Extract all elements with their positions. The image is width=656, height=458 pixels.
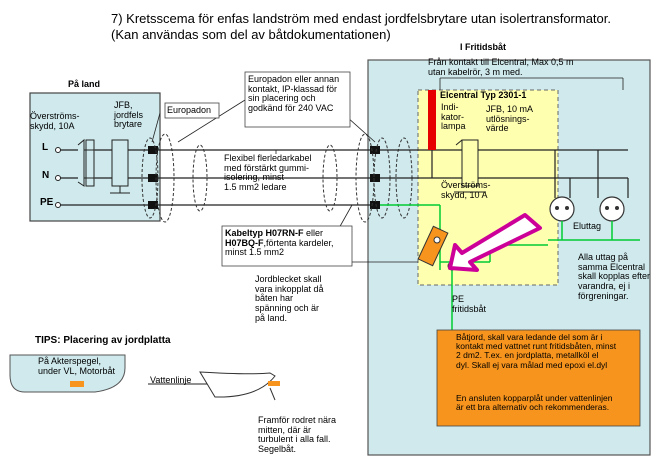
boat-rcd-label: JFB, 10 mA utlösnings- värde bbox=[486, 104, 534, 134]
sailboat-hull-icon bbox=[199, 371, 280, 401]
highlight-arrow-icon bbox=[448, 213, 542, 272]
cable-type-box bbox=[221, 225, 353, 267]
cable-type-1: Kabeltyp H07RN-F bbox=[225, 228, 304, 238]
terminal-l-icon bbox=[55, 147, 61, 153]
europadon-note: Europadon eller annan kontakt, IP-klassa… bbox=[248, 74, 340, 114]
land-rcd-icon bbox=[110, 139, 130, 194]
cable-jacket-icon bbox=[192, 144, 338, 212]
boat-header: I Fritidsbåt bbox=[460, 42, 507, 52]
motorboat-hull-icon bbox=[9, 354, 126, 393]
indicator-lamp-icon bbox=[428, 90, 436, 150]
cable-type-2: H07BQ-F bbox=[225, 237, 264, 248]
motorboat-label: På Akterspegel, under VL, Motorbåt bbox=[38, 356, 116, 376]
distance-note: Från kontakt till Elcentral, Max 0,5 m u… bbox=[428, 57, 574, 77]
boat-inlet-icon bbox=[370, 146, 380, 209]
land-breaker-icon bbox=[77, 138, 95, 187]
cable-type-2-rest: ,förtenta kardeler, minst 1.5 mm2 bbox=[225, 237, 334, 258]
land-header: På land bbox=[68, 79, 101, 89]
cable-type-1-rest: eller bbox=[303, 228, 324, 238]
boat-breaker-label: Överströms- skydd, 10 A bbox=[441, 180, 491, 200]
boat-wiring bbox=[380, 149, 629, 198]
europadon-note-box bbox=[244, 71, 351, 128]
outlet-icon bbox=[549, 196, 625, 222]
indicator-label: Indi- kator- lampa bbox=[441, 102, 466, 132]
elcentral-title: Elcentral Typ 2301-1 bbox=[440, 90, 527, 100]
sailboat-label: Framför rodret nära mitten, där är turbu… bbox=[258, 415, 337, 455]
terminal-pe-label: PE bbox=[40, 197, 54, 208]
page-subtitle: (Kan användas som del av båtdokumentatio… bbox=[111, 27, 391, 42]
land-enclosure bbox=[29, 92, 161, 222]
terminal-pe-icon bbox=[55, 202, 61, 208]
terminal-l-label: L bbox=[42, 142, 49, 153]
terminal-n-label: N bbox=[42, 170, 50, 181]
outlets-note: Alla uttag på samma Elcentral skall kopp… bbox=[578, 252, 651, 301]
land-rcd-label: JFB, jordfels brytare bbox=[114, 100, 144, 130]
page-title: 7) Kretsscema för enfas landström med en… bbox=[111, 11, 611, 26]
europadon-box bbox=[164, 102, 220, 119]
tips-header: TIPS: Placering av jordplatta bbox=[35, 335, 171, 346]
land-wiring bbox=[60, 149, 155, 206]
flex-cable-note: Flexibel flerledarkabel med förstärkt gu… bbox=[224, 153, 312, 193]
orange-note-p2: En ansluten kopparplåt under vattenlinje… bbox=[456, 393, 613, 413]
land-breaker-label: Överströms- skydd, 10A bbox=[30, 111, 80, 131]
orange-note-p1: Båtjord, skall vara ledande del som är i… bbox=[456, 332, 617, 370]
orange-note-box bbox=[436, 329, 641, 427]
outlets-label: Eluttag bbox=[573, 221, 602, 231]
ground-note: Jordblecket skall vara inkopplat då båte… bbox=[255, 274, 324, 323]
boat-rcd-icon bbox=[454, 139, 486, 193]
outlet-pin-icon bbox=[555, 206, 619, 210]
waterline-label: Vattenlinje bbox=[150, 375, 192, 385]
europadon-label: Europadon bbox=[167, 105, 212, 115]
land-socket-icon bbox=[148, 146, 158, 209]
terminal-n-icon bbox=[55, 175, 61, 181]
pe-label: PE fritidsbåt bbox=[452, 294, 487, 314]
main-cable-wiring bbox=[158, 149, 370, 206]
